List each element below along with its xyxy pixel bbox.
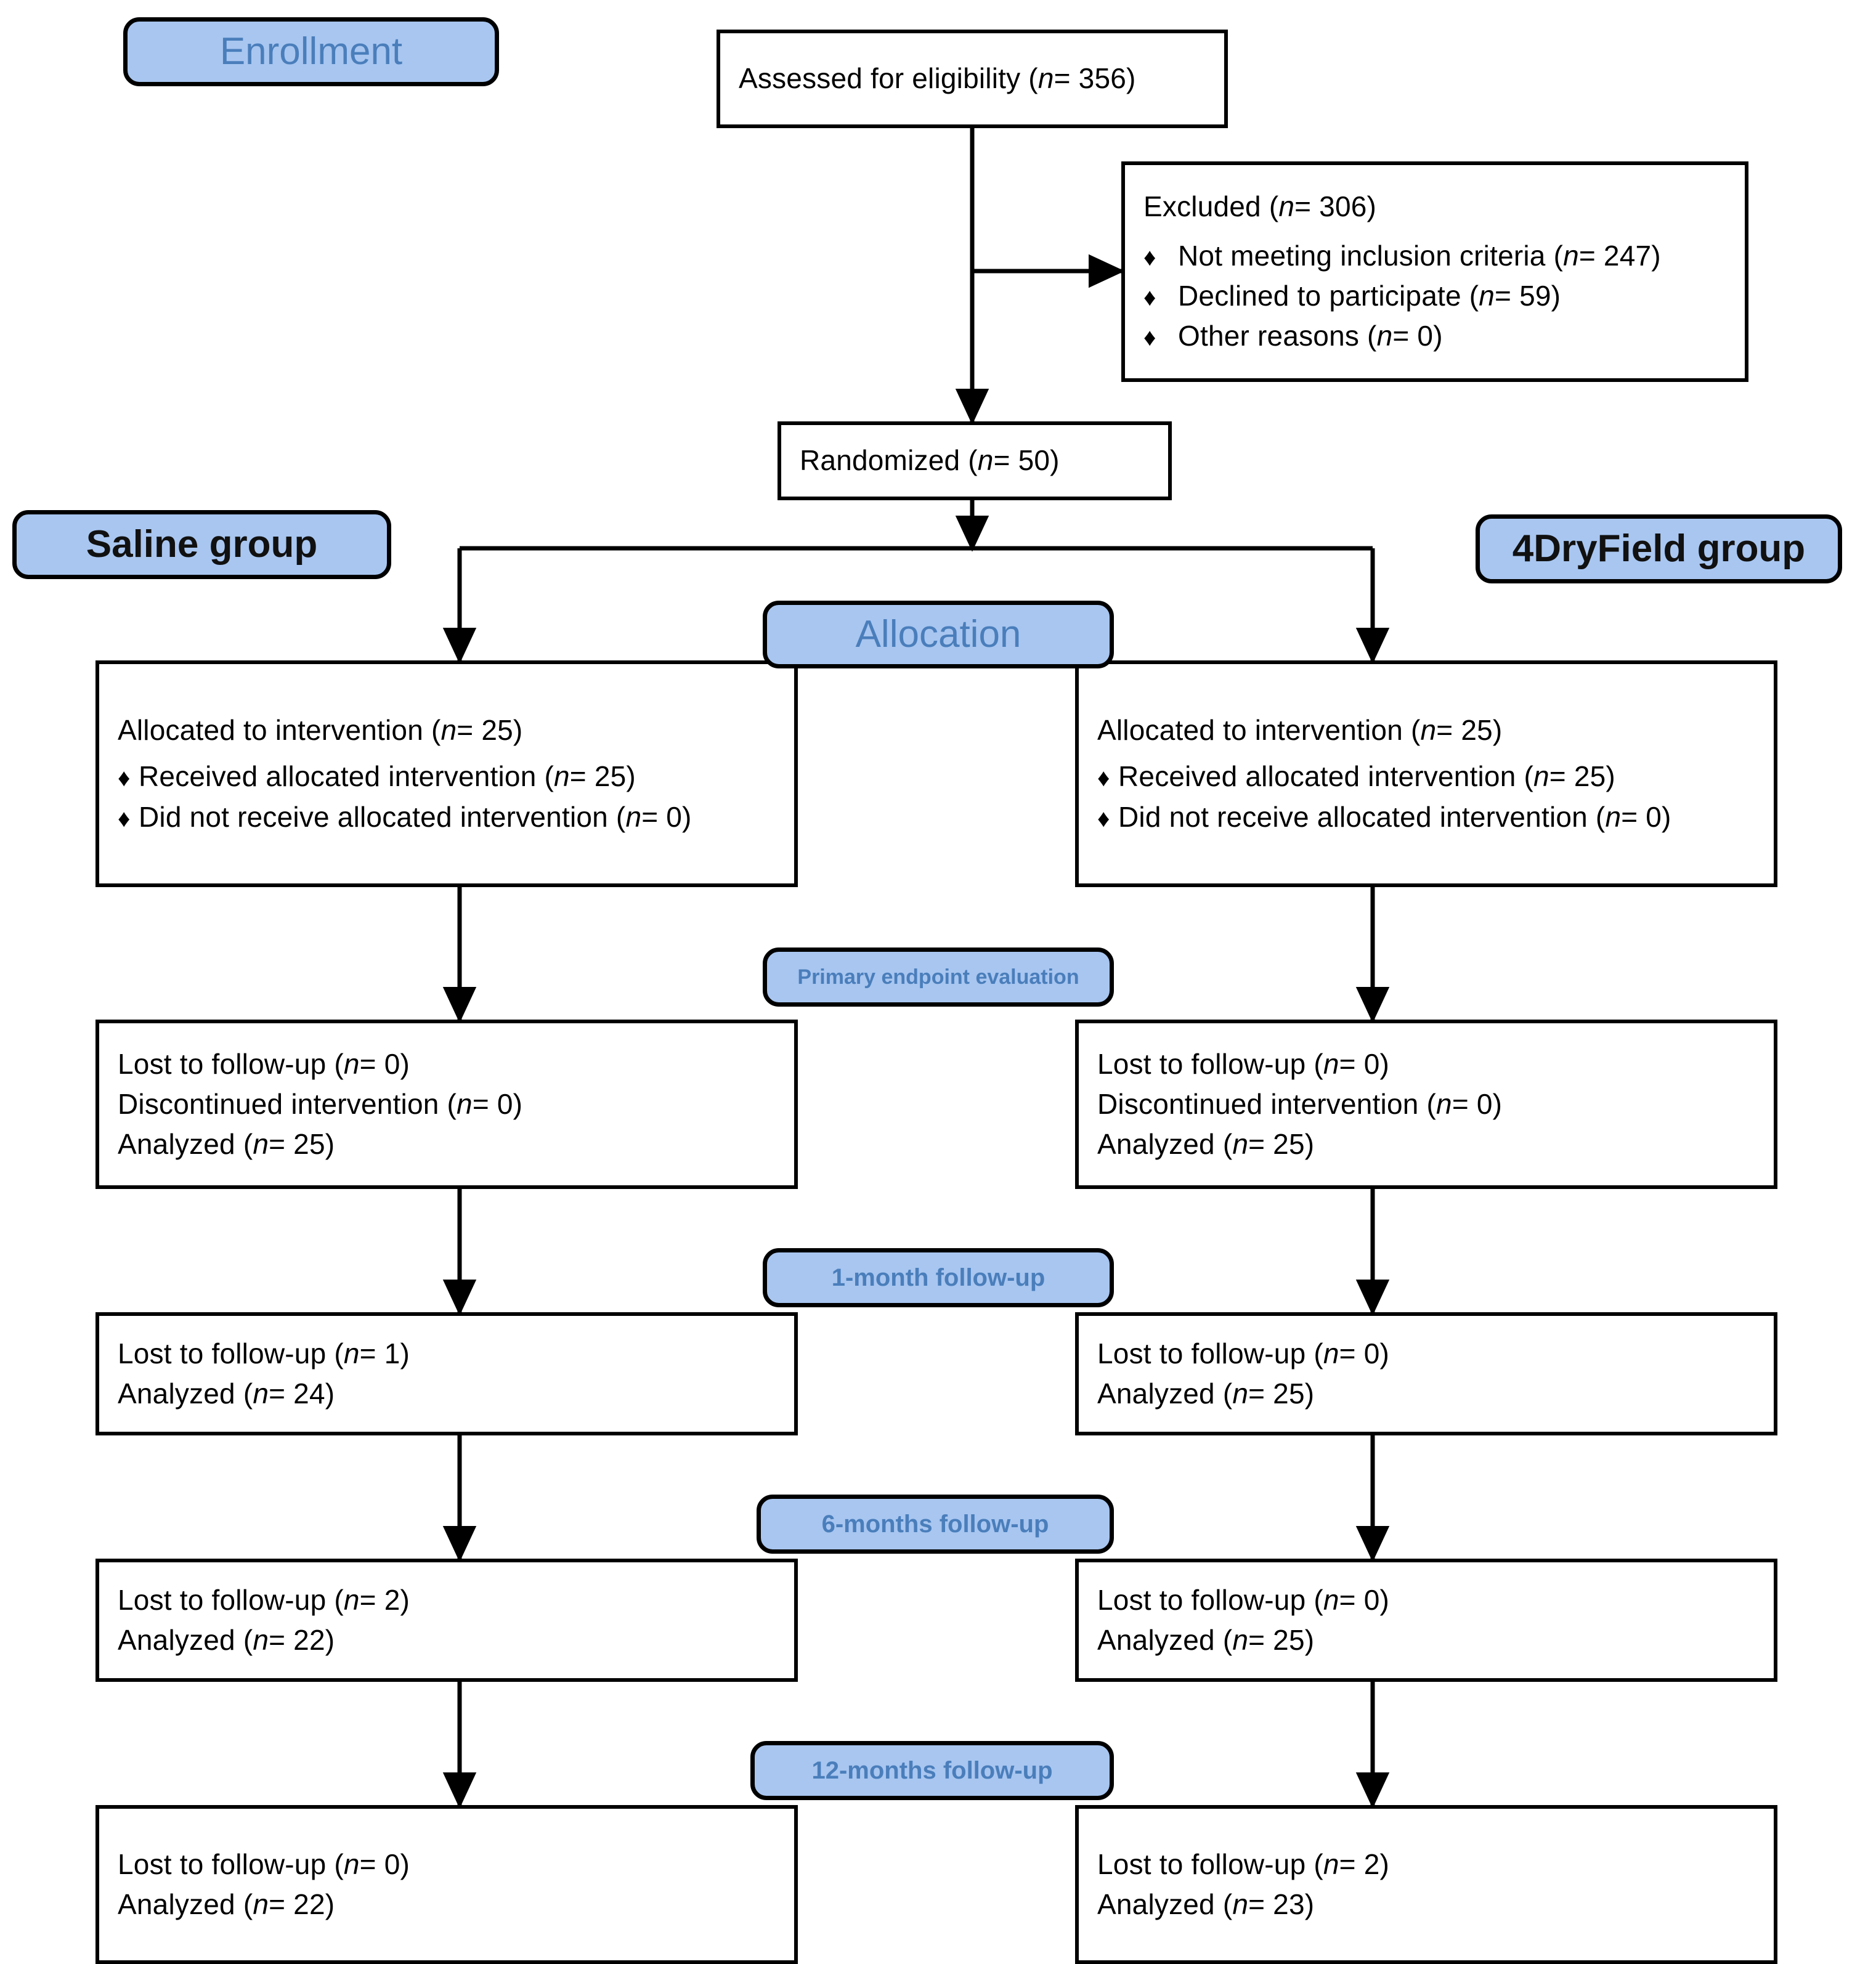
box-line-bullet: ♦Declined to participate (n= 59) <box>1143 276 1726 316</box>
stage-badge-12months-followup: 12-months follow-up <box>750 1741 1114 1800</box>
box-line: Randomized (n= 50) <box>800 444 1060 477</box>
box-line: Analyzed (n= 22) <box>118 1624 335 1656</box>
box-primary-endpoint-saline: Lost to follow-up (n= 0) Discontinued in… <box>95 1020 798 1189</box>
stage-badge-primary-endpoint: Primary endpoint evaluation <box>763 948 1114 1007</box>
box-line: Analyzed (n= 24) <box>118 1378 335 1410</box>
diamond-bullet-icon: ♦ <box>118 805 131 832</box>
diamond-bullet-icon: ♦ <box>1097 765 1110 792</box>
box-12months-saline: Lost to follow-up (n= 0) Analyzed (n= 22… <box>95 1805 798 1964</box>
box-line: Allocated to intervention (n= 25) <box>118 714 523 747</box>
box-line-bullet: ♦Did not receive allocated intervention … <box>1097 797 1755 837</box>
box-line: Lost to follow-up (n= 0) <box>1097 1337 1390 1370</box>
diamond-bullet-icon: ♦ <box>1143 284 1156 311</box>
box-line: Lost to follow-up (n= 0) <box>118 1047 410 1080</box>
box-line: Analyzed (n= 25) <box>1097 1378 1315 1410</box>
box-line: Analyzed (n= 22) <box>118 1888 335 1920</box>
box-line: Lost to follow-up (n= 0) <box>118 1848 410 1880</box>
box-primary-endpoint-drydield: Lost to follow-up (n= 0) Discontinued in… <box>1075 1020 1777 1189</box>
box-line-bullet: ♦Did not receive allocated intervention … <box>118 797 776 837</box>
box-line-bullet: ♦Other reasons (n= 0) <box>1143 316 1726 356</box>
box-line: Lost to follow-up (n= 2) <box>118 1583 410 1616</box>
box-1month-saline: Lost to follow-up (n= 1) Analyzed (n= 24… <box>95 1312 798 1435</box>
stage-badge-enrollment: Enrollment <box>123 17 499 86</box>
box-12months-drydield: Lost to follow-up (n= 2) Analyzed (n= 23… <box>1075 1805 1777 1964</box>
diamond-bullet-icon: ♦ <box>1097 805 1110 832</box>
stage-badge-allocation: Allocation <box>763 601 1114 668</box>
box-line: Discontinued intervention (n= 0) <box>1097 1087 1503 1120</box>
stage-badge-drydield-group: 4DryField group <box>1476 514 1842 583</box>
box-line: Lost to follow-up (n= 1) <box>118 1337 410 1370</box>
box-line: Lost to follow-up (n= 0) <box>1097 1047 1390 1080</box>
stage-badge-1month-followup: 1-month follow-up <box>763 1248 1114 1307</box>
box-1month-drydield: Lost to follow-up (n= 0) Analyzed (n= 25… <box>1075 1312 1777 1435</box>
diamond-bullet-icon: ♦ <box>1143 324 1156 352</box>
box-line: Analyzed (n= 25) <box>118 1128 335 1161</box>
box-allocated-saline: Allocated to intervention (n= 25) ♦Recei… <box>95 660 798 887</box>
box-line: Assessed for eligibility (n= 356) <box>739 62 1136 95</box>
stage-badge-6months-followup: 6-months follow-up <box>757 1495 1114 1554</box>
box-line: Analyzed (n= 23) <box>1097 1888 1315 1920</box>
box-line: Discontinued intervention (n= 0) <box>118 1087 523 1120</box>
box-excluded: Excluded (n= 306) ♦Not meeting inclusion… <box>1121 161 1748 382</box>
box-line: Analyzed (n= 25) <box>1097 1624 1315 1656</box>
box-line: Excluded (n= 306) <box>1143 190 1377 223</box>
box-randomized: Randomized (n= 50) <box>778 421 1172 500</box>
diamond-bullet-icon: ♦ <box>118 765 131 792</box>
box-line-bullet: ♦Received allocated intervention (n= 25) <box>1097 757 1755 797</box>
box-allocated-drydield: Allocated to intervention (n= 25) ♦Recei… <box>1075 660 1777 887</box>
box-line: Lost to follow-up (n= 2) <box>1097 1848 1390 1880</box>
box-line: Allocated to intervention (n= 25) <box>1097 714 1503 747</box>
diamond-bullet-icon: ♦ <box>1143 243 1156 271</box>
box-line-bullet: ♦Received allocated intervention (n= 25) <box>118 757 776 797</box>
box-assessed-for-eligibility: Assessed for eligibility (n= 356) <box>717 30 1228 128</box>
box-line: Lost to follow-up (n= 0) <box>1097 1583 1390 1616</box>
box-line: Analyzed (n= 25) <box>1097 1128 1315 1161</box>
box-6months-saline: Lost to follow-up (n= 2) Analyzed (n= 22… <box>95 1559 798 1682</box>
box-line-bullet: ♦Not meeting inclusion criteria (n= 247) <box>1143 236 1726 276</box>
box-6months-drydield: Lost to follow-up (n= 0) Analyzed (n= 25… <box>1075 1559 1777 1682</box>
stage-badge-saline-group: Saline group <box>12 510 391 579</box>
